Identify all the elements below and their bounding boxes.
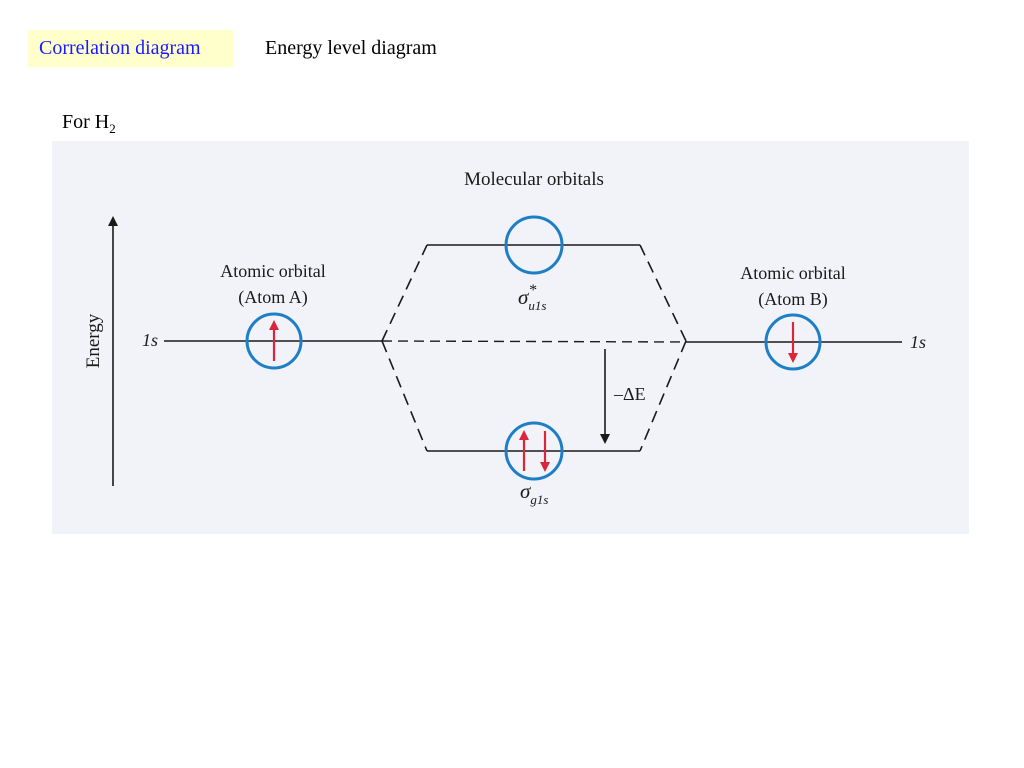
energy-axis-label: Energy (83, 313, 104, 368)
antibonding-orbital-circle (504, 215, 564, 275)
atomic-energy-reference-dashed-line (381, 340, 687, 343)
atom-b-orbital-circle (764, 313, 822, 371)
atom-b-orbital-label: 1s (910, 332, 926, 352)
mo-diagram-panel: Molecular orbitals Energy Atomic orbital… (52, 141, 969, 534)
correlation-b-to-bonding (639, 340, 687, 452)
bonding-subscript: g1s (530, 492, 548, 507)
tab-energy-level-diagram[interactable]: Energy level diagram (265, 37, 437, 59)
atom-a-label-line2: (Atom A) (238, 287, 308, 308)
heading-subscript: 2 (109, 121, 116, 136)
atom-b-label-line1: Atomic orbital (740, 263, 845, 283)
active-tab-highlight (28, 30, 233, 67)
atom-b-label-line2: (Atom B) (758, 289, 828, 310)
bonding-orbital-label: σg1s (520, 479, 548, 507)
atom-a-orbital-label: 1s (142, 330, 158, 350)
antibonding-orbital-label: σ*u1s (518, 282, 546, 313)
heading-prefix: For H (62, 111, 110, 133)
correlation-a-to-antibonding (381, 244, 428, 342)
diagram-title: Molecular orbitals (464, 169, 604, 190)
atom-a-label-line1: Atomic orbital (220, 261, 325, 281)
antibonding-subscript: u1s (528, 298, 546, 313)
delta-e-label: –ΔE (613, 384, 646, 404)
tab-correlation-diagram[interactable]: Correlation diagram (39, 37, 201, 59)
correlation-b-to-antibonding (639, 244, 687, 342)
atom-a-orbital-circle (245, 312, 303, 370)
bonding-sigma: σ (520, 479, 532, 503)
antibonding-star: * (528, 282, 536, 299)
antibonding-sigma: σ (518, 285, 530, 309)
bonding-orbital-circle (504, 421, 564, 481)
mo-diagram-svg: Molecular orbitals Energy Atomic orbital… (83, 169, 926, 507)
correlation-a-to-bonding (381, 340, 428, 452)
molecule-heading: For H2 (62, 111, 116, 137)
